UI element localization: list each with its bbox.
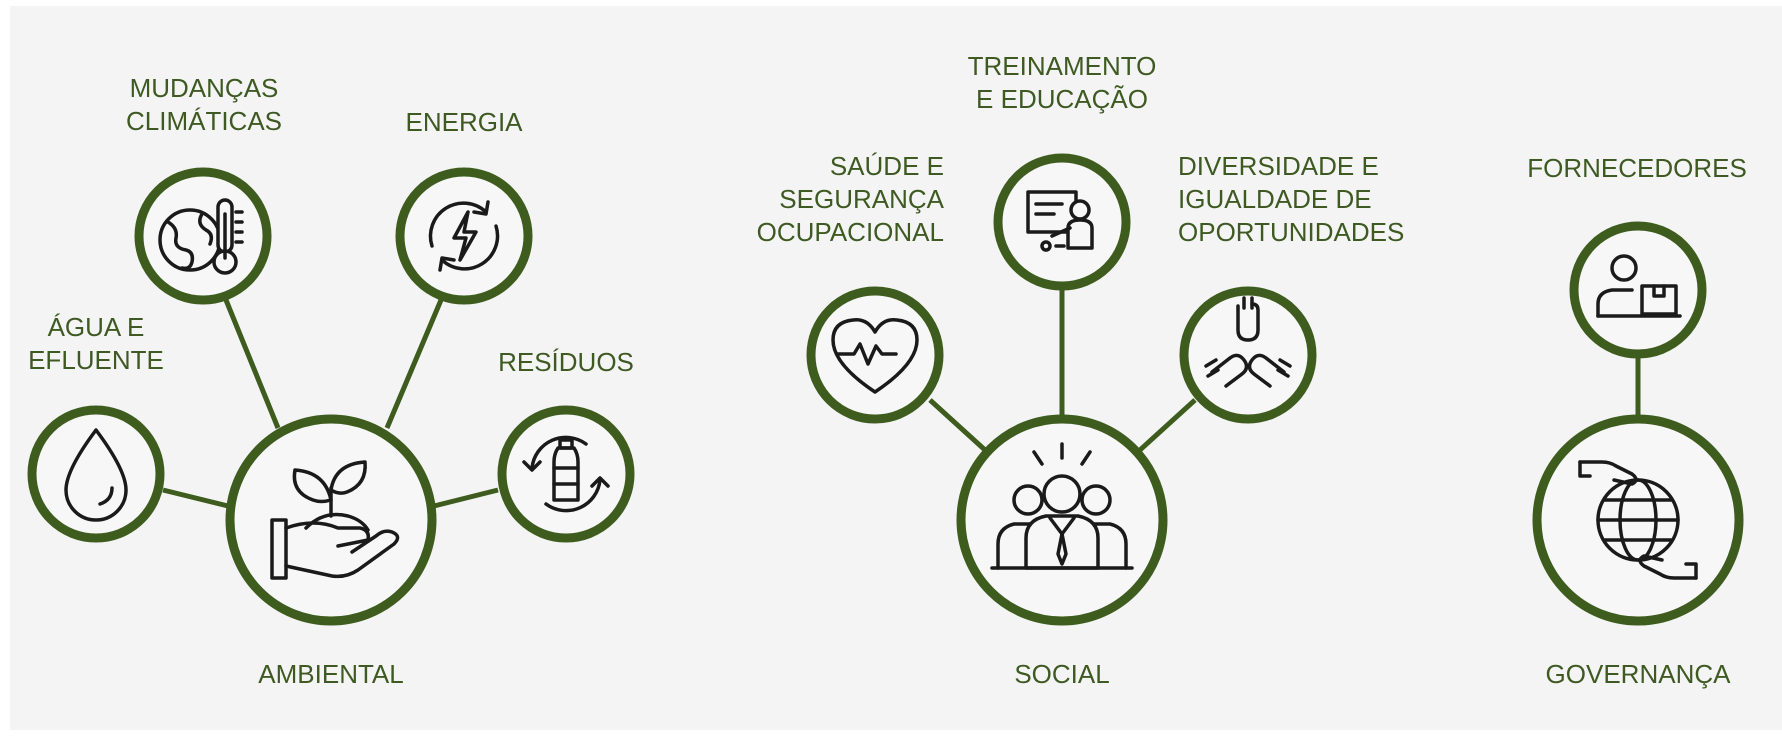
bottle-recycle-icon <box>522 435 610 513</box>
label-line: ÁGUA E <box>47 312 145 342</box>
label-line: IGUALDADE DE <box>1178 184 1372 214</box>
label-line: FORNECEDORES <box>1527 153 1747 183</box>
connectors <box>162 288 1641 509</box>
node-residuos[interactable] <box>497 405 635 543</box>
label-treinamento: TREINAMENTO E EDUCAÇÃO <box>968 50 1157 116</box>
presentation-teacher-icon <box>1026 190 1094 252</box>
node-treinamento[interactable] <box>993 153 1131 291</box>
label-line: TREINAMENTO <box>967 51 1157 81</box>
water-drop-icon <box>64 428 128 522</box>
node-saude-seguranca[interactable] <box>806 286 944 424</box>
node-fornecedores[interactable] <box>1569 221 1707 359</box>
label-energia: ENERGIA <box>405 106 522 139</box>
globe-thermometer-icon <box>158 198 244 275</box>
connector-diversidade <box>1138 398 1197 452</box>
node-governanca <box>1532 414 1744 626</box>
node-social <box>956 414 1168 626</box>
label-line: MUDANÇAS <box>129 73 279 103</box>
node-energia[interactable] <box>395 167 533 305</box>
label-social: SOCIAL <box>1014 659 1110 689</box>
node-mudancas-climaticas[interactable] <box>134 167 272 305</box>
label-fornecedores: FORNECEDORES <box>1527 152 1747 185</box>
globe-hands-icon <box>1578 460 1698 580</box>
label-line: OPORTUNIDADES <box>1178 217 1405 247</box>
label-line: ENERGIA <box>405 107 523 137</box>
label-line: CLIMÁTICAS <box>125 106 283 136</box>
node-ambiental <box>225 414 437 626</box>
label-saude-seguranca: SAÚDE E SEGURANÇA OCUPACIONAL <box>734 150 944 249</box>
connector-saude <box>928 398 987 452</box>
label-line: OCUPACIONAL <box>756 217 944 247</box>
supplier-box-icon <box>1596 254 1682 318</box>
label-agua-efluente: ÁGUA E EFLUENTE <box>28 311 164 377</box>
hand-plant-icon <box>270 460 400 580</box>
label-line: E EDUCAÇÃO <box>976 84 1148 114</box>
label-line: SEGURANÇA <box>779 184 944 214</box>
people-group-icon <box>990 442 1134 570</box>
energy-cycle-icon <box>428 200 500 272</box>
label-line: EFLUENTE <box>28 345 164 375</box>
heart-pulse-icon <box>831 318 919 394</box>
node-agua-efluente[interactable] <box>27 405 165 543</box>
connector-energia <box>384 299 444 429</box>
label-governanca: GOVERNANÇA <box>1545 659 1731 689</box>
label-diversidade: DIVERSIDADE E IGUALDADE DE OPORTUNIDADES <box>1178 150 1404 249</box>
connector-residuos <box>433 487 499 509</box>
label-line: RESÍDUOS <box>498 347 634 377</box>
connector-mudancas <box>223 299 281 429</box>
connector-agua <box>162 487 229 509</box>
label-residuos: RESÍDUOS <box>498 346 634 379</box>
label-line: DIVERSIDADE E <box>1178 151 1379 181</box>
joined-hands-icon <box>1204 296 1292 388</box>
node-diversidade[interactable] <box>1179 286 1317 424</box>
label-line: SAÚDE E <box>829 151 944 181</box>
label-ambiental: AMBIENTAL <box>258 659 404 689</box>
label-mudancas-climaticas: MUDANÇAS CLIMÁTICAS <box>126 72 282 138</box>
